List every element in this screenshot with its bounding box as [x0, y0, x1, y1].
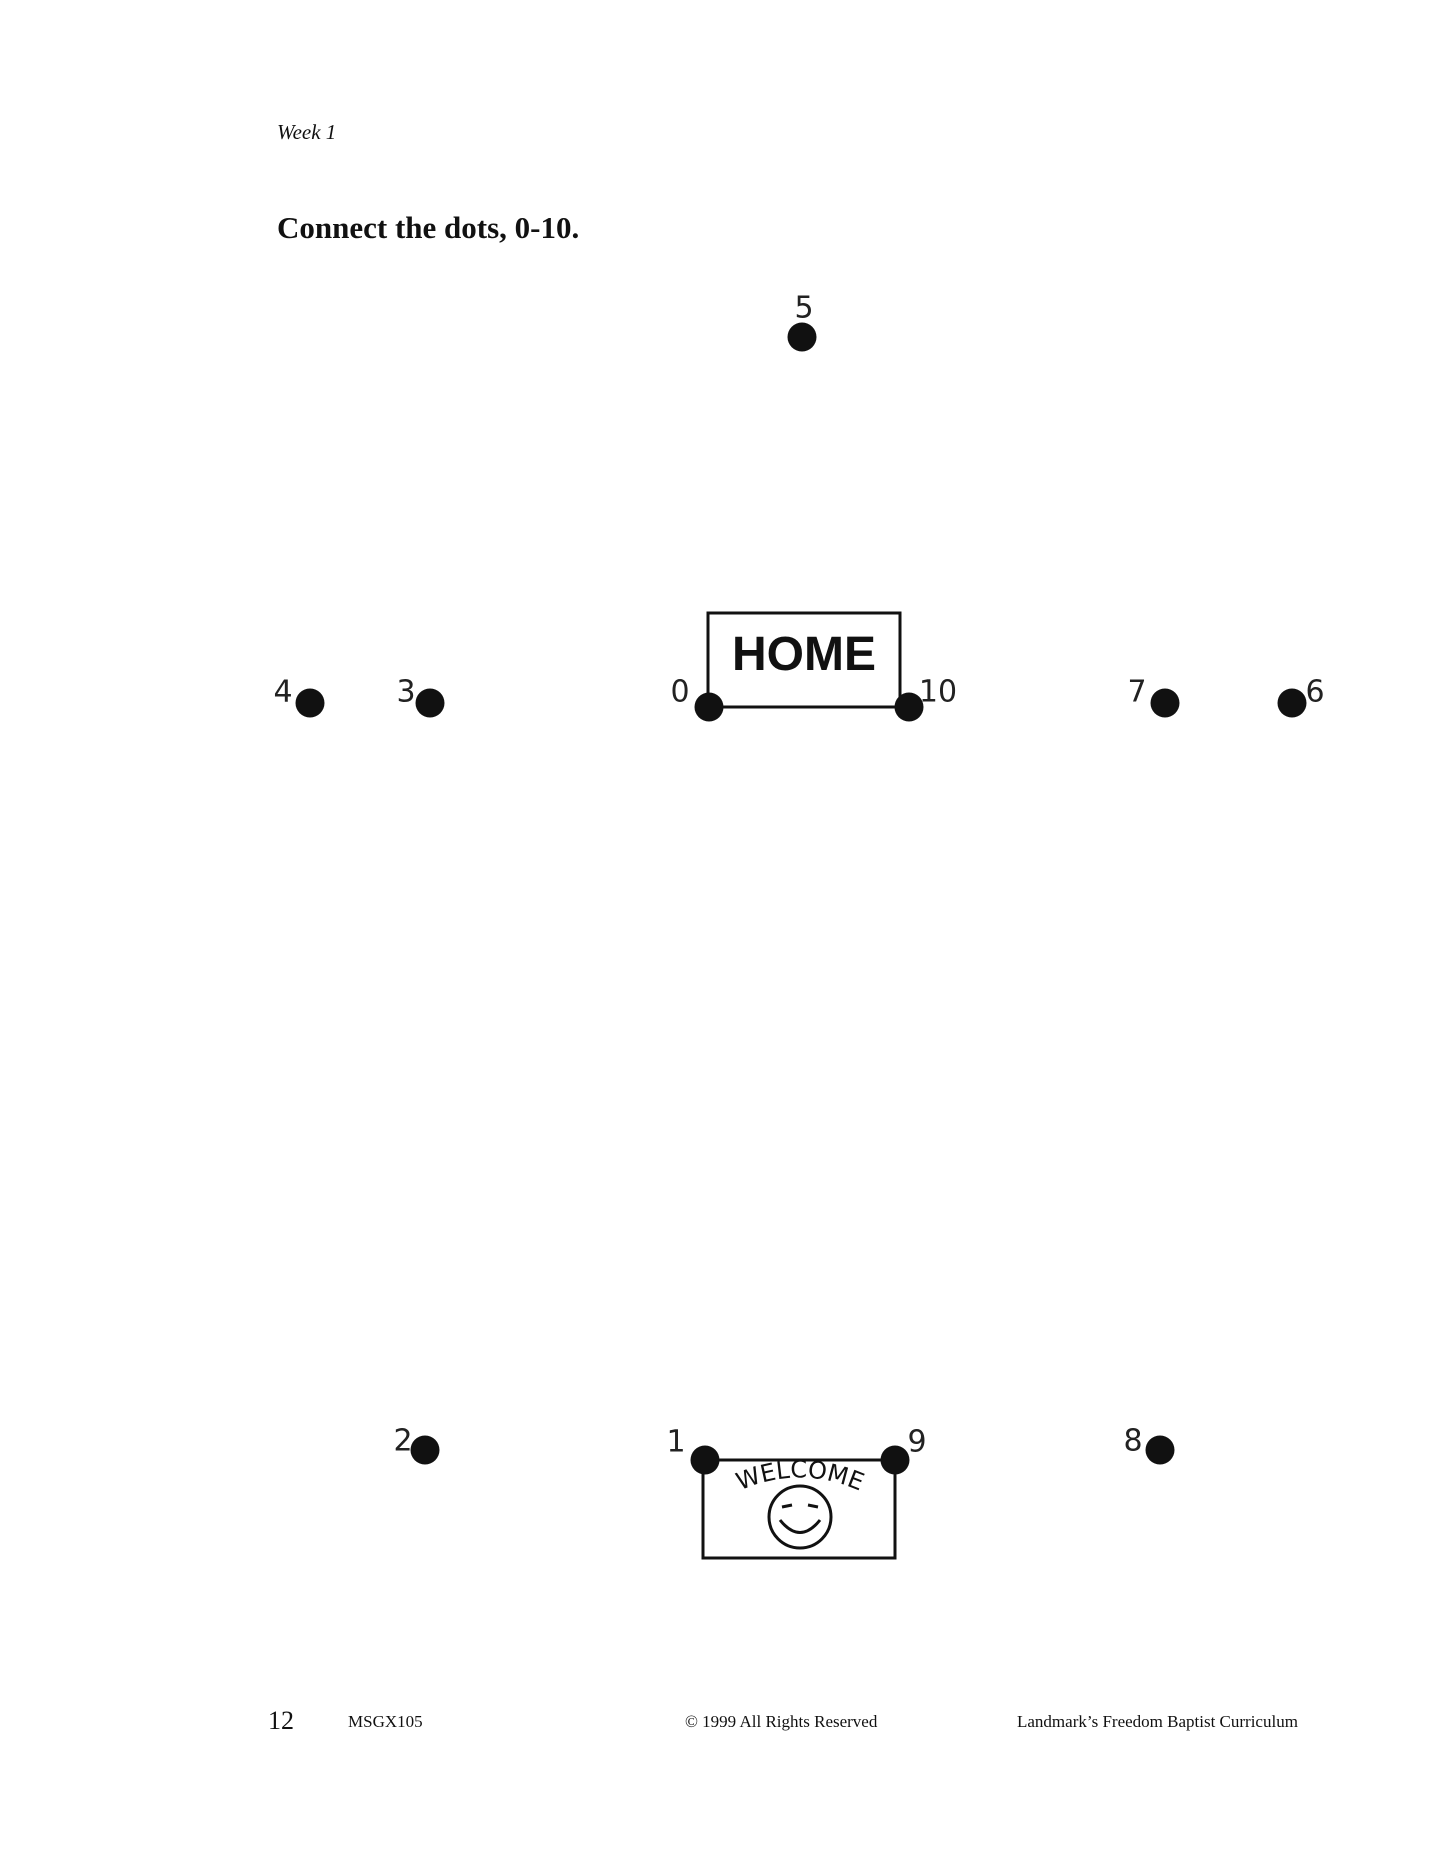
smiley-face-icon: [767, 1484, 833, 1550]
copyright: © 1999 All Rights Reserved: [685, 1712, 878, 1731]
home-sign: HOME: [706, 611, 902, 709]
dot-label-7: 7: [1127, 674, 1147, 710]
welcome-sign-text: WELCOME: [732, 1455, 868, 1496]
dot-label-1: 1: [666, 1424, 686, 1460]
dot-0: [694, 692, 724, 722]
dot-5: [787, 322, 817, 352]
dot-label-9: 9: [907, 1424, 927, 1460]
dot-label-0: 0: [670, 674, 690, 710]
dot-8: [1145, 1435, 1175, 1465]
dot-label-2: 2: [393, 1423, 413, 1459]
page-title: Connect the dots, 0-10.: [277, 210, 580, 245]
dot-label-3: 3: [396, 674, 416, 710]
dot-9: [880, 1445, 910, 1475]
week-label: Week 1: [277, 120, 337, 144]
home-sign-text: HOME: [732, 628, 876, 681]
dot-1: [690, 1445, 720, 1475]
publisher: Landmark’s Freedom Baptist Curriculum: [1017, 1712, 1298, 1731]
dot-label-8: 8: [1123, 1423, 1143, 1459]
dot-10: [894, 692, 924, 722]
dot-label-6: 6: [1305, 674, 1325, 710]
dot-7: [1150, 688, 1180, 718]
dot-3: [415, 688, 445, 718]
page-number: 12: [268, 1706, 294, 1735]
welcome-sign: WELCOME: [701, 1455, 897, 1560]
dot-label-5: 5: [794, 290, 814, 326]
dot-4: [295, 688, 325, 718]
course-code: MSGX105: [348, 1712, 423, 1731]
dot-2: [410, 1435, 440, 1465]
dot-6: [1277, 688, 1307, 718]
dot-label-10: 10: [918, 674, 958, 710]
dot-label-4: 4: [273, 674, 293, 710]
